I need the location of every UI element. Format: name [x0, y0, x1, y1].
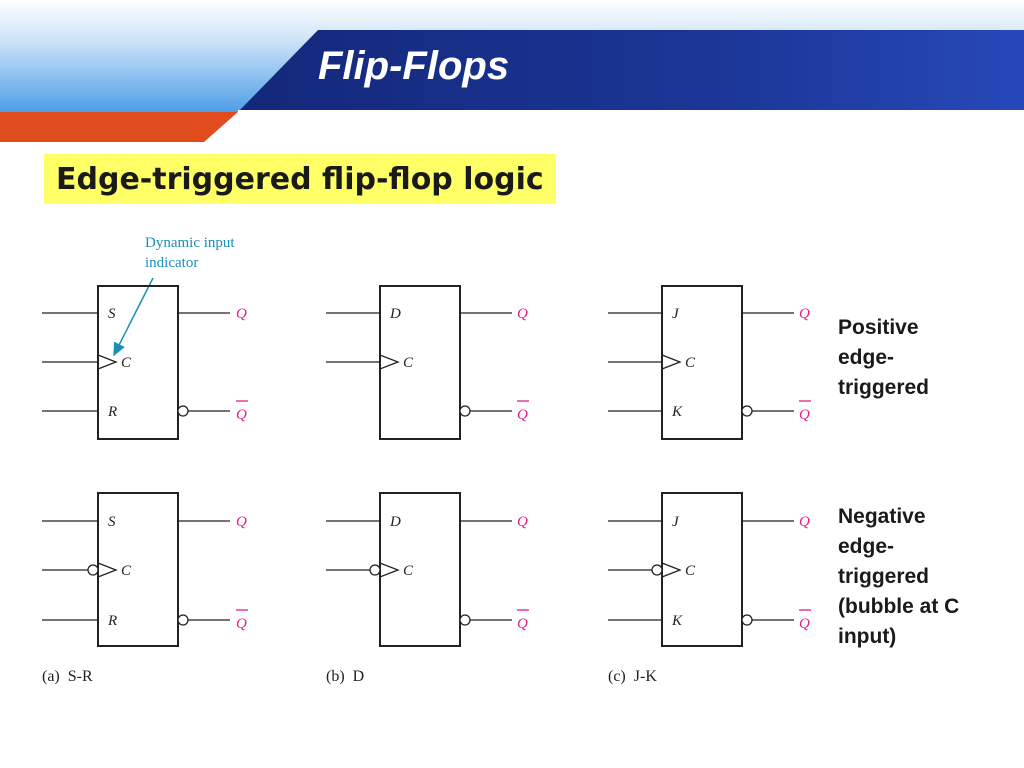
dynamic-input-indicator — [379, 562, 400, 578]
pin-label-c: C — [121, 563, 132, 579]
note-positive-edge: Positive edge- triggered — [838, 313, 1008, 403]
note-line: triggered — [838, 565, 930, 588]
callout-line-2: indicator — [145, 255, 198, 271]
output-inversion-bubble — [177, 614, 189, 626]
pin-label-c: C — [685, 563, 696, 579]
dynamic-input-indicator — [661, 562, 682, 578]
callout-arrow — [113, 277, 154, 357]
slide-title: Flip-Flops — [318, 44, 510, 88]
output-qbar: Q — [799, 407, 810, 423]
title-banner — [0, 0, 1024, 142]
clock-inversion-bubble — [651, 564, 663, 576]
clock-inversion-bubble — [87, 564, 99, 576]
pin-label-s: S — [108, 514, 116, 530]
dynamic-input-indicator — [379, 354, 400, 370]
flip-flop-d-positive: D C Q Q — [326, 285, 529, 440]
dynamic-input-indicator — [661, 354, 682, 370]
dynamic-input-indicator — [97, 562, 118, 578]
output-qbar: Q — [799, 616, 810, 632]
pin-label-s: S — [108, 306, 116, 322]
pin-label-c: C — [403, 355, 414, 371]
slide-subtitle: Edge-triggered flip-flop logic — [44, 154, 556, 204]
note-negative-edge: Negative edge- triggered (bubble at C in… — [838, 502, 1008, 652]
output-inversion-bubble — [741, 405, 753, 417]
note-line: edge- — [838, 346, 895, 369]
output-qbar: Q — [517, 407, 528, 423]
callout-line-1: Dynamic input — [145, 235, 235, 251]
output-q: Q — [799, 514, 810, 530]
note-line: input) — [838, 625, 897, 648]
note-line: Positive — [838, 316, 919, 339]
pin-label-r: R — [107, 613, 117, 629]
output-qbar: Q — [236, 616, 247, 632]
output-q: Q — [799, 306, 810, 322]
pin-label-r: R — [107, 404, 117, 420]
note-line: Negative — [838, 505, 926, 528]
pin-label-d: D — [389, 514, 401, 530]
note-line: triggered — [838, 376, 930, 399]
flip-flop-sr-positive: S C R Q Q — [42, 285, 248, 440]
note-line: (bubble at C — [838, 595, 960, 618]
pin-label-k: K — [671, 404, 683, 420]
flip-flop-sr-negative: S C R Q Q — [42, 492, 248, 647]
output-q: Q — [517, 306, 528, 322]
flip-flop-jk-positive: J C K Q Q — [608, 285, 811, 440]
pin-label-c: C — [403, 563, 414, 579]
output-inversion-bubble — [459, 405, 471, 417]
flip-flop-d-negative: D C Q Q — [326, 492, 529, 647]
pin-label-j: J — [672, 306, 680, 322]
pin-label-j: J — [672, 514, 680, 530]
output-q: Q — [236, 306, 247, 322]
pin-label-k: K — [671, 613, 683, 629]
output-inversion-bubble — [459, 614, 471, 626]
output-q: Q — [517, 514, 528, 530]
caption-sr: (a) S-R — [42, 668, 93, 685]
output-qbar: Q — [236, 407, 247, 423]
pin-label-c: C — [685, 355, 696, 371]
flip-flop-jk-negative: J C K Q Q — [608, 492, 811, 647]
output-inversion-bubble — [741, 614, 753, 626]
pin-label-c: C — [121, 355, 132, 371]
output-q: Q — [236, 514, 247, 530]
dynamic-input-indicator — [97, 354, 118, 370]
flip-flop-diagram: Dynamic input indicator S C R Q Q D C Q … — [42, 235, 811, 685]
output-qbar: Q — [517, 616, 528, 632]
output-inversion-bubble — [177, 405, 189, 417]
pin-label-d: D — [389, 306, 401, 322]
caption-d: (b) D — [326, 668, 364, 685]
caption-jk: (c) J-K — [608, 668, 657, 685]
note-line: edge- — [838, 535, 895, 558]
clock-inversion-bubble — [369, 564, 381, 576]
